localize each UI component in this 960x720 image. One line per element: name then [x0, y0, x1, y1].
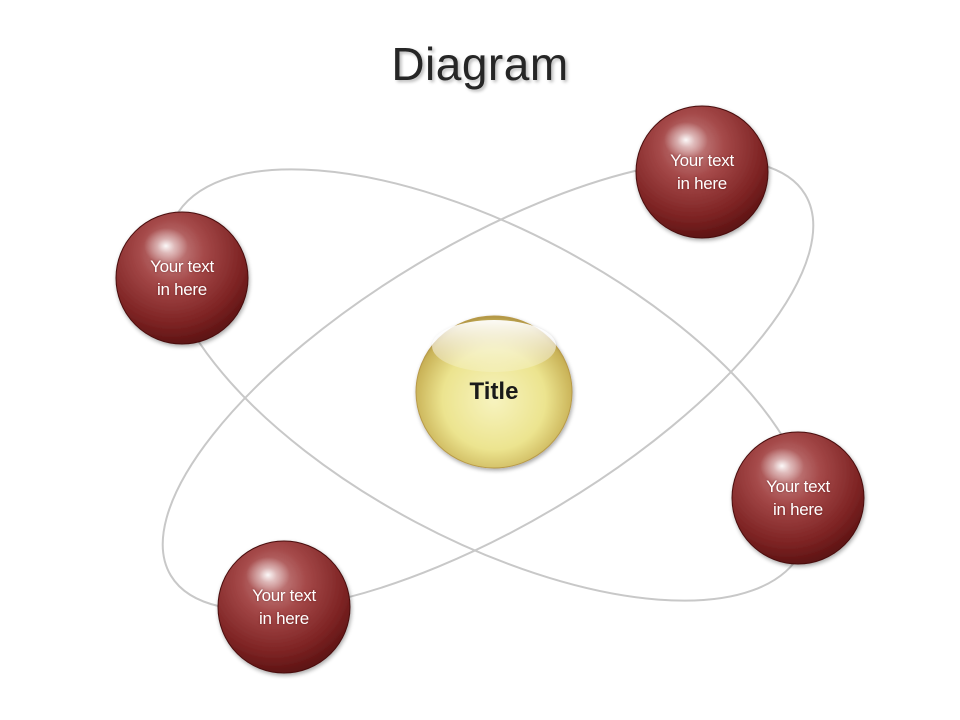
node-sphere-3 — [731, 431, 865, 565]
node-sphere-1 — [115, 211, 249, 345]
center-sphere — [415, 315, 573, 469]
orbit-ellipse-2 — [161, 158, 815, 612]
node-sphere-4 — [217, 540, 351, 674]
slide-title: Diagram — [391, 38, 569, 90]
node-sphere-2 — [635, 105, 769, 239]
